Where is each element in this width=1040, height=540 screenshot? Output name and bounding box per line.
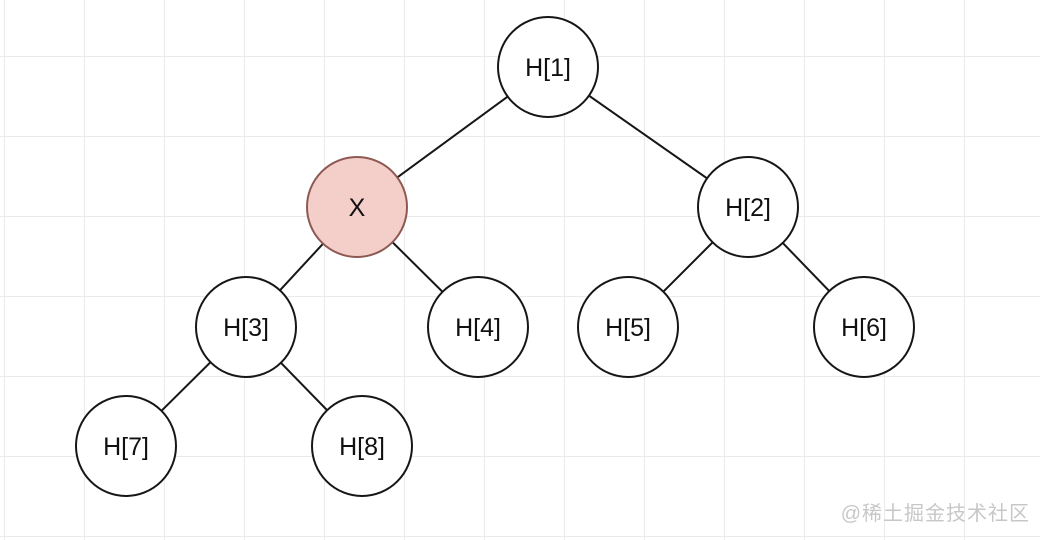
tree-node-circle <box>577 276 679 378</box>
tree-node-circle <box>75 395 177 497</box>
tree-node-x: X <box>306 156 408 258</box>
tree-node-label: H[1] <box>525 54 571 82</box>
tree-node-label: H[6] <box>841 314 887 342</box>
tree-node-label: H[8] <box>339 433 385 461</box>
tree-node-circle <box>195 276 297 378</box>
tree-node-h8: H[8] <box>311 395 413 497</box>
tree-node-circle <box>813 276 915 378</box>
tree-node-circle <box>306 156 408 258</box>
tree-node-h7: H[7] <box>75 395 177 497</box>
tree-node-h5: H[5] <box>577 276 679 378</box>
tree-node-h1: H[1] <box>497 16 599 118</box>
tree-node-label: H[5] <box>605 314 651 342</box>
tree-node-label: H[2] <box>725 194 771 222</box>
tree-node-h6: H[6] <box>813 276 915 378</box>
tree-node-label: X <box>349 194 366 222</box>
tree-node-h3: H[3] <box>195 276 297 378</box>
tree-node-label: H[7] <box>103 433 149 461</box>
watermark: @稀土掘金技术社区 <box>840 503 1030 525</box>
tree-node-circle <box>427 276 529 378</box>
tree-node-h2: H[2] <box>697 156 799 258</box>
tree-node-circle <box>497 16 599 118</box>
tree-node-label: H[4] <box>455 314 501 342</box>
tree-node-h4: H[4] <box>427 276 529 378</box>
tree-node-circle <box>311 395 413 497</box>
tree-node-circle <box>697 156 799 258</box>
tree-node-label: H[3] <box>223 314 269 342</box>
